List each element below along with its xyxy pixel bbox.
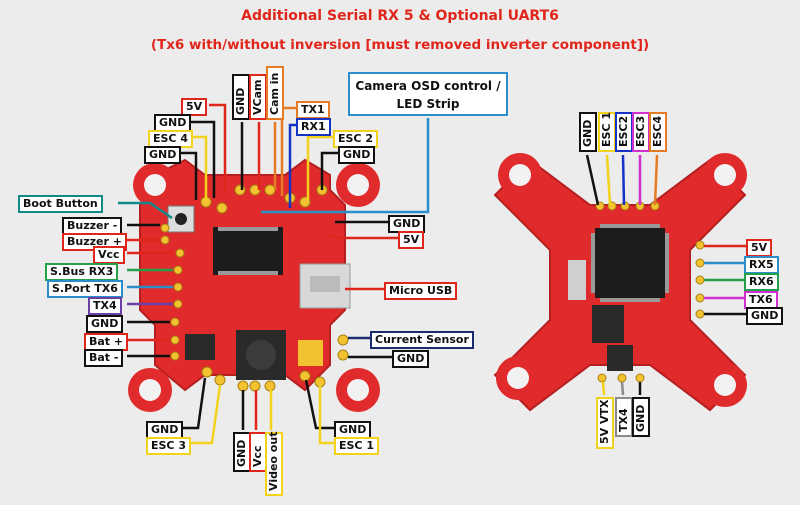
label-video-out: Video out [265,432,283,496]
camera-osd-led-strip-label: Camera OSD control / LED Strip [348,72,508,116]
label-r-rx6: RX6 [744,273,779,291]
label-bat-minus: Bat - [84,349,124,367]
label-micro-usb: Micro USB [384,282,458,300]
label-sbus-rx3: S.Bus RX3 [45,263,119,281]
label-r-rx5: RX5 [744,256,779,274]
label-r-tx6: TX6 [744,291,778,309]
label-gnd-left-top: GND [144,146,182,164]
left-board [128,158,380,412]
label-r-5v: 5V [746,239,773,257]
label-buzzer-minus: Buzzer - [62,217,123,235]
diagram-title: Additional Serial RX 5 & Optional UART6 [241,8,559,24]
label-esc1: ESC 1 [334,437,379,455]
label-r-5v-vtx: 5V VTX [596,397,614,449]
label-gnd-right-2: GND [392,350,430,368]
label-r-esc4: ESC4 [649,112,667,152]
label-rx1: RX1 [296,118,331,136]
label-current-sensor: Current Sensor [370,331,474,349]
osd-line-2: LED Strip [396,97,460,111]
label-sport-tx6: S.Port TX6 [47,280,123,298]
label-gnd-esc2: GND [338,146,376,164]
label-esc4: ESC 4 [148,130,193,148]
diagram-subtitle: (Tx6 with/without inversion [must remove… [150,37,650,53]
label-gnd-top: GND [232,74,250,120]
label-gnd-esc4: GND [154,114,192,132]
label-vcam: VCam [249,74,267,120]
label-r-gnd-bottom: GND [632,397,650,437]
label-tx1: TX1 [296,101,330,119]
label-5v-top: 5V [181,98,208,116]
left-board-wires [118,103,430,445]
label-tx4-left: TX4 [88,297,122,315]
osd-line-1: Camera OSD control / [355,79,501,93]
label-cam-in: Cam in [266,66,284,120]
label-gnd-left: GND [86,315,124,333]
right-board [493,153,747,412]
label-r-tx4: TX4 [615,397,633,437]
label-r-esc1: ESC 1 [598,112,616,152]
right-board-wires [585,154,748,396]
label-esc3: ESC 3 [146,437,191,455]
label-r-esc3: ESC3 [632,112,650,152]
label-r-esc2: ESC2 [615,112,633,152]
label-5v-right: 5V [398,231,425,249]
label-boot-button: Boot Button [18,195,103,213]
label-r-gnd-top: GND [579,112,597,152]
label-r-gnd: GND [746,307,784,325]
label-vcc-left: Vcc [93,246,125,264]
